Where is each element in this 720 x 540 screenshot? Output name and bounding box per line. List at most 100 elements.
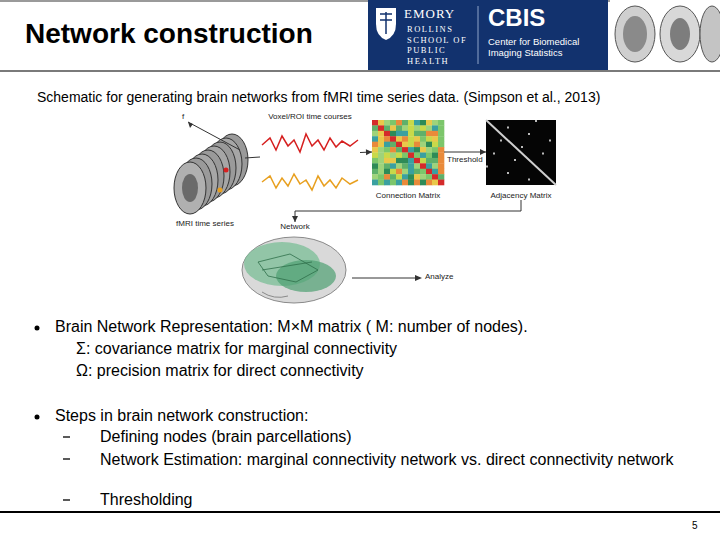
matrix-cell [402, 147, 408, 153]
matrix-cell [396, 169, 402, 175]
matrix-cell [438, 147, 444, 153]
matrix-cell [384, 131, 390, 137]
matrix-cell [420, 180, 426, 186]
adjacency-entry [528, 133, 530, 135]
matrix-cell [408, 147, 414, 153]
matrix-cell [384, 125, 390, 131]
step-label: Analyze [425, 272, 453, 281]
matrix-cell [408, 169, 414, 175]
matrix-cell [426, 169, 432, 175]
adjacency-entry [542, 153, 544, 155]
matrix-cell [438, 136, 444, 142]
matrix-cell [396, 142, 402, 148]
adjacency-entry [549, 140, 551, 142]
matrix-cell [378, 136, 384, 142]
matrix-cell [408, 136, 414, 142]
matrix-cell [420, 142, 426, 148]
matrix-cell [396, 180, 402, 186]
bullet-text: Network Estimation: marginal connectivit… [100, 450, 690, 469]
time-course-plot [262, 134, 358, 190]
matrix-cell [402, 136, 408, 142]
matrix-cell [390, 153, 396, 159]
orange-time-course [262, 174, 358, 190]
matrix-cell [420, 120, 426, 126]
matrix-cell [378, 169, 384, 175]
matrix-cell [390, 174, 396, 180]
matrix-cell [420, 136, 426, 142]
matrix-cell [414, 174, 420, 180]
matrix-cell [426, 131, 432, 137]
matrix-cell [408, 120, 414, 126]
matrix-cell [426, 180, 432, 186]
matrix-cell [432, 153, 438, 159]
brain-thumb-core [623, 16, 647, 52]
matrix-cell [438, 120, 444, 126]
connector-line [444, 152, 486, 153]
edge-label: Threshold [447, 155, 483, 164]
matrix-cell [396, 163, 402, 169]
adjacency-entry [500, 140, 502, 142]
header-rule [0, 70, 720, 72]
slide-title: Network construction [25, 18, 313, 50]
matrix-cell [414, 136, 420, 142]
footer-rule [0, 511, 720, 513]
matrix-cell [396, 174, 402, 180]
page-number: 5 [692, 520, 698, 531]
matrix-cell [384, 158, 390, 164]
matrix-cell [438, 180, 444, 186]
logo-panel [368, 0, 608, 70]
matrix-cell [402, 131, 408, 137]
matrix-cell [432, 180, 438, 186]
matrix-cell [438, 169, 444, 175]
network-brain [242, 237, 346, 303]
matrix-cell [408, 131, 414, 137]
brain-thumb [660, 6, 700, 62]
matrix-cell [438, 125, 444, 131]
matrix-cell [408, 125, 414, 131]
slice-core [182, 174, 198, 202]
matrix-cell [438, 153, 444, 159]
matrix-cell [432, 131, 438, 137]
matrix-cell [402, 125, 408, 131]
adjacency-matrix-image [486, 120, 556, 185]
matrix-cell [432, 174, 438, 180]
matrix-cell [396, 153, 402, 159]
matrix-cell [414, 158, 420, 164]
matrix-cell [396, 120, 402, 126]
connector [245, 157, 260, 158]
adjacency-entry [507, 127, 509, 129]
matrix-cell [390, 136, 396, 142]
matrix-cell [438, 131, 444, 137]
matrix-cell [414, 153, 420, 159]
matrix-cell [378, 142, 384, 148]
brainstem [262, 292, 288, 297]
matrix-cell [426, 120, 432, 126]
brain-thumb [615, 6, 655, 62]
logo-text: EMORY [404, 6, 455, 22]
matrix-cell [372, 153, 378, 159]
matrix-cell [390, 180, 396, 186]
bullet [35, 415, 40, 420]
matrix-cell [432, 142, 438, 148]
matrix-cell [432, 169, 438, 175]
logo-divider [478, 6, 479, 64]
matrix-cell [420, 147, 426, 153]
brain-thumb-core [670, 18, 690, 50]
matrix-cell [402, 169, 408, 175]
matrix-cell [414, 142, 420, 148]
matrix-cell [372, 125, 378, 131]
matrix-cell [390, 125, 396, 131]
matrix-cell [420, 125, 426, 131]
matrix-cell [384, 120, 390, 126]
matrix-cell [396, 147, 402, 153]
shield-mark [380, 12, 392, 34]
matrix-cell [432, 136, 438, 142]
matrix-cell [384, 147, 390, 153]
matrix-cell [438, 163, 444, 169]
matrix-cell [390, 142, 396, 148]
matrix-cell [414, 180, 420, 186]
matrix-cell [372, 158, 378, 164]
analyze-arrow-head [415, 275, 422, 281]
matrix-cell [372, 142, 378, 148]
